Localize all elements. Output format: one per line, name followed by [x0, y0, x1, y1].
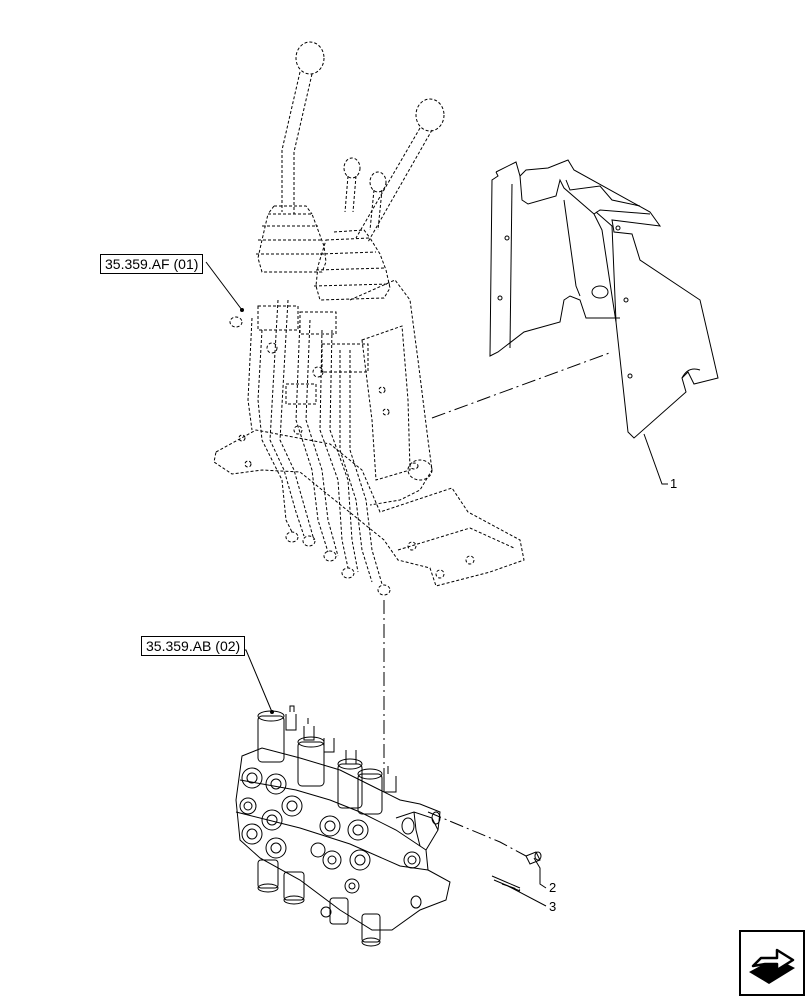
assembly-lines [383, 351, 613, 891]
cover-panel [489, 159, 719, 439]
next-page-arrow-icon [739, 930, 805, 996]
control-valve-block [235, 705, 451, 947]
callout-item-2: 2 [549, 880, 557, 895]
cotter-pin-part [491, 875, 521, 892]
leader-arrowheads [240, 308, 274, 714]
leader-lines [205, 261, 668, 907]
reference-link-joystick[interactable]: 35.359.AF (01) [100, 254, 204, 274]
joystick-lever-assembly [213, 41, 525, 596]
next-page-button[interactable] [739, 930, 805, 996]
callout-item-1: 1 [670, 476, 678, 491]
pin-part [525, 851, 542, 865]
callout-item-3: 3 [549, 899, 557, 914]
reference-link-control-valve[interactable]: 35.359.AB (02) [141, 636, 246, 656]
